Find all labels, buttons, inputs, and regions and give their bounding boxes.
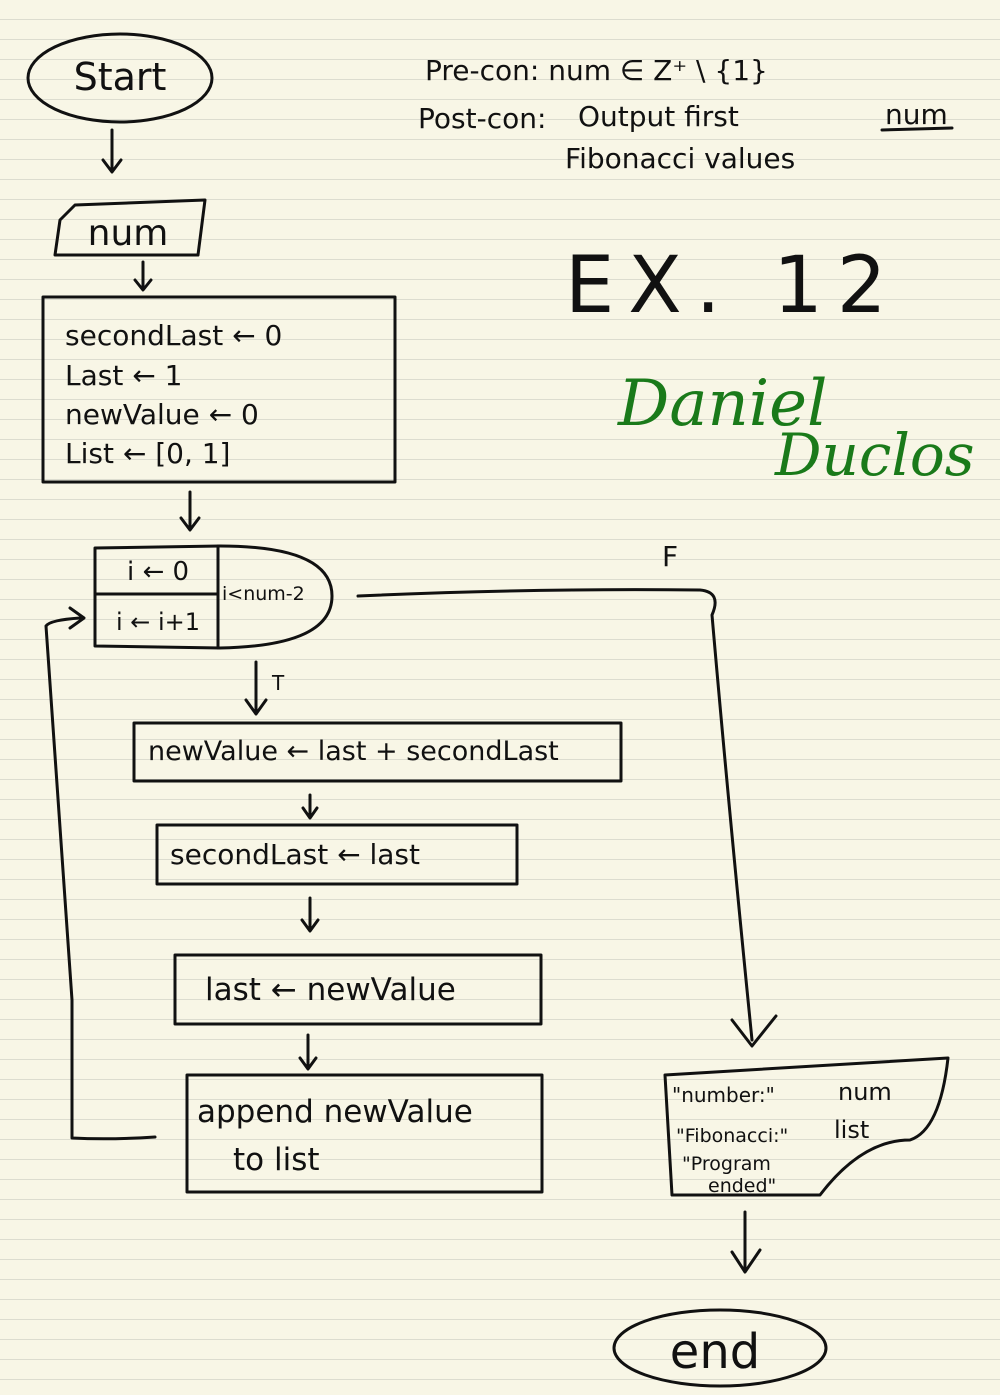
step-new-value-box: [132, 721, 623, 783]
output-row2-label: "Fibonacci:": [676, 1125, 788, 1147]
loop-increment-label: i ← i+1: [116, 608, 200, 636]
exercise-title: EX. 12: [565, 241, 901, 331]
input-label: num: [88, 213, 169, 254]
step-last-box: [173, 953, 543, 1026]
output-row4-label: ended": [708, 1175, 776, 1197]
arrow-start-input-head: [101, 158, 123, 174]
step-second-last-label: secondLast ← last: [170, 838, 420, 871]
num-underline: [880, 126, 954, 132]
step-append-line2: to list: [233, 1142, 320, 1178]
postcondition-label: Post-con:: [418, 102, 546, 135]
init-line-3: newValue ← 0: [65, 398, 259, 431]
output-row3-label: "Program: [682, 1153, 771, 1175]
init-line-2: Last ← 1: [65, 359, 182, 392]
output-shape: [663, 1056, 950, 1197]
arrow-step2-step3-head: [300, 918, 320, 933]
loop-init-label: i ← 0: [127, 557, 189, 587]
step-append-box: [185, 1073, 544, 1194]
loop-back-head: [68, 606, 86, 630]
true-branch-head: [244, 698, 268, 716]
loop-back-line: [44, 616, 157, 1141]
postcondition-num: num: [885, 98, 948, 131]
loop-condition-label: i<num-2: [222, 583, 305, 605]
false-label: F: [662, 540, 678, 573]
author-last-name: Duclos: [774, 421, 975, 489]
step-new-value-label: newValue ← last + secondLast: [148, 736, 559, 767]
init-box: [41, 295, 397, 484]
arrow-input-init-head: [133, 278, 153, 292]
true-label: T: [271, 671, 285, 695]
arrow-step1-step2-head: [301, 806, 319, 820]
start-label: Start: [74, 55, 167, 99]
input-shape: [53, 198, 207, 257]
author-first-name: Daniel: [617, 367, 828, 441]
output-row1-value: num: [838, 1078, 892, 1106]
arrow-step3-step4-head: [298, 1056, 318, 1071]
precondition-text: Pre-con: num ∈ Z⁺ \ {1}: [425, 54, 768, 87]
arrow-output-end-head: [730, 1248, 762, 1274]
postcondition-line1: Output first: [578, 100, 739, 133]
step-append-line1: append newValue: [197, 1094, 473, 1130]
step-last-label: last ← newValue: [205, 972, 456, 1008]
step-second-last-box: [155, 823, 519, 886]
postcondition-line2: Fibonacci values: [565, 142, 795, 175]
init-line-4: List ← [0, 1]: [65, 437, 230, 470]
end-terminal: [612, 1308, 828, 1388]
start-terminal: [26, 32, 214, 124]
init-line-1: secondLast ← 0: [65, 319, 282, 352]
false-branch-line: [356, 588, 754, 1042]
output-row1-label: "number:": [672, 1083, 775, 1107]
false-branch-head: [730, 1014, 778, 1048]
loop-shape: [93, 544, 334, 650]
end-label: end: [670, 1324, 760, 1380]
output-row2-value: list: [834, 1116, 869, 1144]
arrow-init-loop-head: [179, 516, 201, 532]
